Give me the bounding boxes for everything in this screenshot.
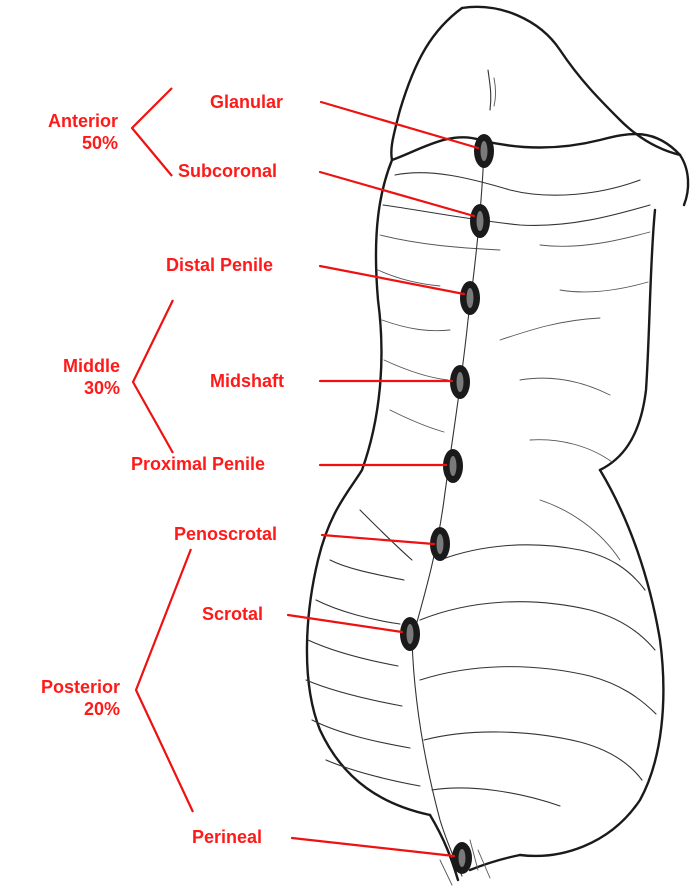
middle-bracket xyxy=(133,300,173,453)
meatus-scrotal xyxy=(400,617,420,651)
leader-penoscrotal xyxy=(322,535,434,544)
location-label-midshaft: Midshaft xyxy=(210,371,284,391)
meatus-distal-penile xyxy=(460,281,480,315)
leader-perineal xyxy=(292,838,454,856)
location-label-perineal: Perineal xyxy=(192,827,262,847)
meatus-markers xyxy=(400,134,494,874)
group-anterior-name: Anterior xyxy=(48,111,118,131)
leader-distal-penile xyxy=(320,266,464,294)
anatomy-sketch xyxy=(306,7,688,885)
location-label-subcoronal: Subcoronal xyxy=(178,161,277,181)
group-labels: Anterior 50% Middle 30% Posterior 20% xyxy=(41,111,120,719)
meatus-subcoronal xyxy=(470,204,490,238)
leader-scrotal xyxy=(288,615,402,632)
group-anterior-percent: 50% xyxy=(82,133,118,153)
location-label-penoscrotal: Penoscrotal xyxy=(174,524,277,544)
meatus-midshaft xyxy=(450,365,470,399)
group-middle-name: Middle xyxy=(63,356,120,376)
group-posterior-percent: 20% xyxy=(84,699,120,719)
meatus-perineal xyxy=(452,842,472,874)
group-brackets xyxy=(132,88,193,812)
location-label-glanular: Glanular xyxy=(210,92,283,112)
location-label-distal-penile: Distal Penile xyxy=(166,255,273,275)
location-label-scrotal: Scrotal xyxy=(202,604,263,624)
meatus-glanular xyxy=(474,134,494,168)
posterior-bracket xyxy=(136,549,193,812)
location-label-proximal-penile: Proximal Penile xyxy=(131,454,265,474)
anterior-bracket xyxy=(132,88,172,176)
leader-subcoronal xyxy=(320,172,474,216)
location-labels: Glanular Subcoronal Distal Penile Midsha… xyxy=(131,92,284,847)
group-middle-percent: 30% xyxy=(84,378,120,398)
group-posterior-name: Posterior xyxy=(41,677,120,697)
